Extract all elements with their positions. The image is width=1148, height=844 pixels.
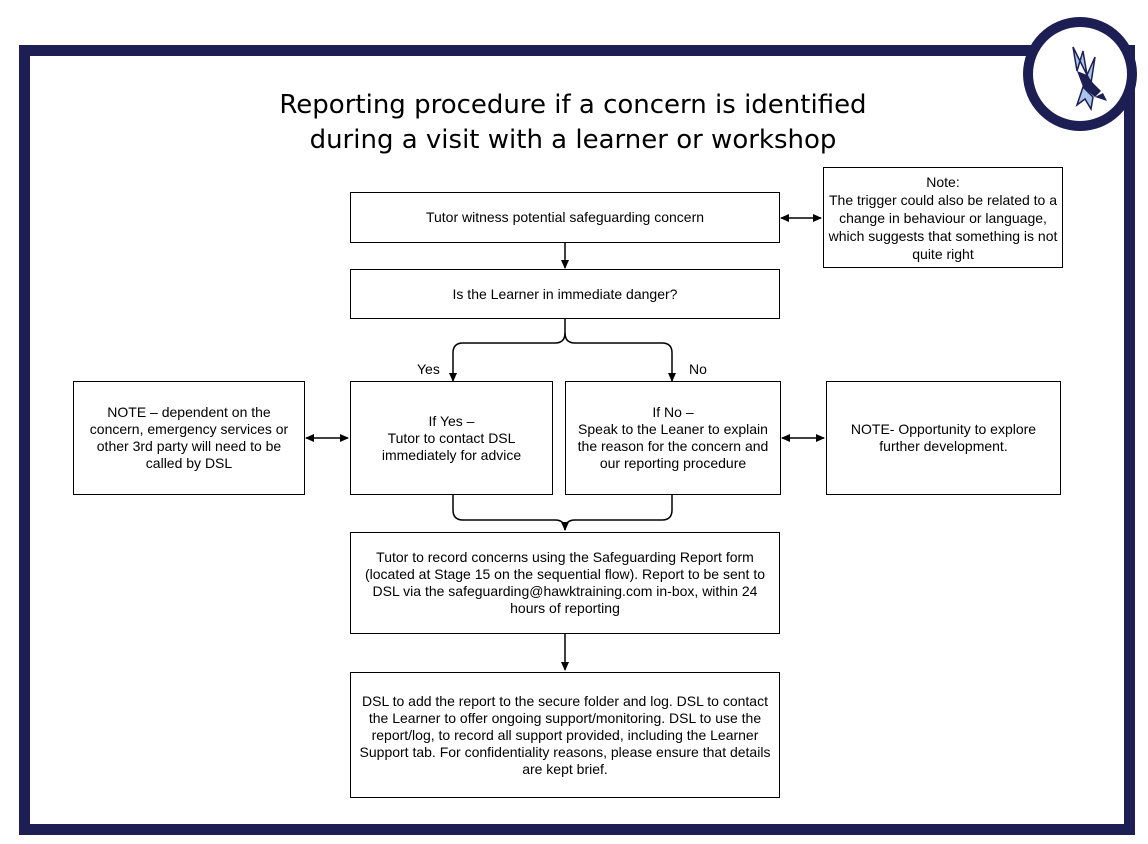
page-title: Reporting procedure if a concern is iden… [200, 88, 946, 158]
label-yes: Yes [417, 361, 440, 377]
hawk-icon [1072, 46, 1107, 112]
branch-split [449, 319, 566, 382]
node-dsl-action: DSL to add the report to the secure fold… [350, 672, 780, 798]
logo-badge [1023, 17, 1137, 131]
node-record: Tutor to record concerns using the Safeg… [350, 532, 780, 634]
branch-merge-no [561, 495, 673, 531]
node-if-no: If No – Speak to the Leaner to explain t… [565, 381, 781, 495]
node-danger-question: Is the Learner in immediate danger? [350, 269, 780, 319]
node-note-trigger: Note: The trigger could also be related … [823, 167, 1063, 268]
branch-merge [452, 495, 566, 531]
node-witness: Tutor witness potential safeguarding con… [350, 192, 780, 243]
title-line-2: during a visit with a learner or worksho… [309, 125, 837, 155]
branch-split-no [564, 332, 676, 382]
node-note-dependent: NOTE – dependent on the concern, emergen… [73, 381, 305, 495]
node-note-opportunity: NOTE- Opportunity to explore further dev… [826, 381, 1061, 495]
title-line-1: Reporting procedure if a concern is iden… [279, 90, 867, 120]
label-no: No [689, 361, 707, 377]
page-frame [19, 45, 1135, 835]
node-if-yes: If Yes – Tutor to contact DSL immediatel… [350, 381, 553, 495]
